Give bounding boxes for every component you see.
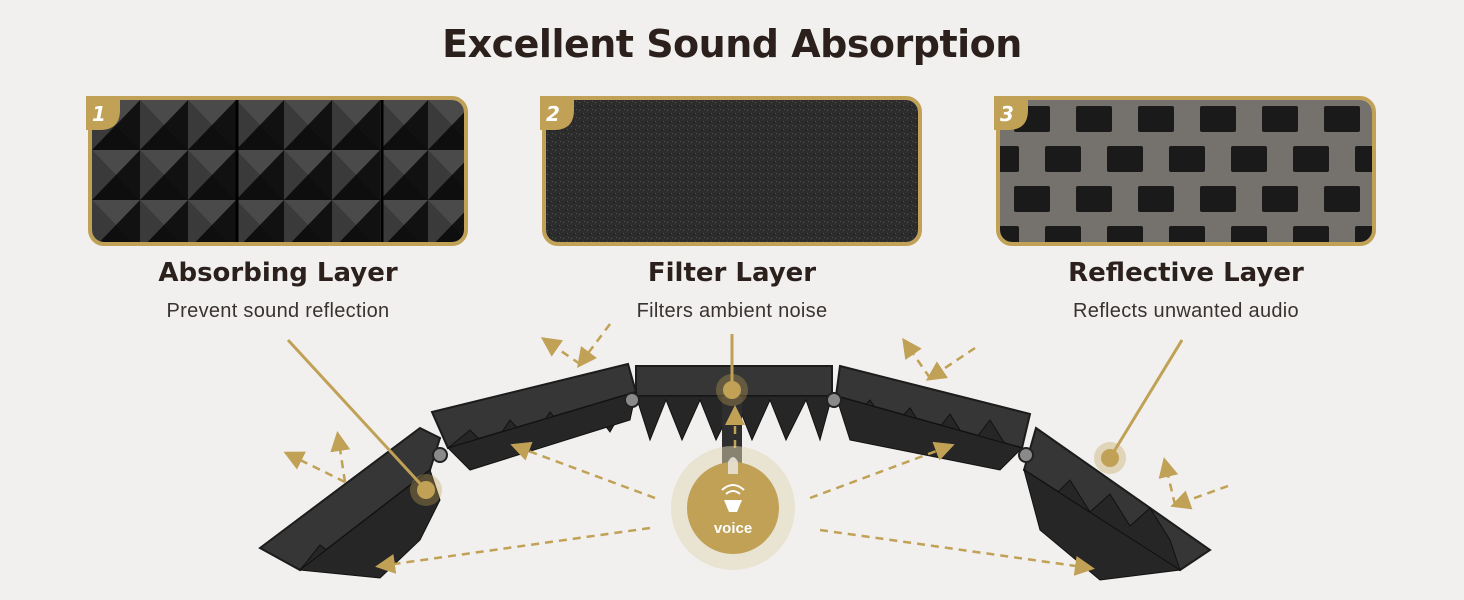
voice-source	[671, 446, 795, 570]
page-title: Excellent Sound Absorption	[442, 22, 1022, 66]
absorbing-callout-line	[286, 338, 428, 492]
reflective-callout-line	[1108, 339, 1184, 459]
absorbing-layer-image	[88, 96, 468, 246]
screw	[432, 447, 448, 463]
filter-layer-heading: Filter Layer	[647, 258, 817, 288]
screw	[624, 392, 640, 408]
center-panel	[635, 365, 833, 397]
mount-stand	[722, 396, 742, 466]
left-outer-panel	[258, 426, 442, 572]
callout-dots	[410, 374, 1126, 506]
foam-spikes	[298, 391, 1182, 581]
left-inner-panel	[430, 362, 638, 450]
hinge-screws	[432, 392, 1034, 463]
screw	[826, 392, 842, 408]
absorbing-layer-heading: Absorbing Layer	[158, 258, 398, 288]
filter-layer-description: Filters ambient noise	[636, 300, 828, 322]
speaker-voice-icon	[724, 500, 742, 512]
number-badge-3: 3	[994, 96, 1028, 130]
svg-text:3: 3	[1000, 102, 1014, 126]
svg-text:2: 2	[546, 102, 560, 126]
filter-layer-image	[542, 96, 922, 246]
right-outer-panel	[1022, 426, 1212, 572]
reflective-layer-image	[996, 96, 1376, 246]
reflective-layer-description: Reflects unwanted audio	[1073, 300, 1299, 322]
number-badge-2: 2	[540, 96, 574, 130]
voice-label: voice	[713, 520, 753, 537]
right-inner-panel	[834, 364, 1032, 450]
absorbing-layer-description: Prevent sound reflection	[166, 300, 390, 322]
screw	[1018, 447, 1034, 463]
callout-lines	[286, 334, 1184, 492]
shield-panels	[258, 362, 1212, 572]
number-badge-1: 1	[86, 96, 120, 130]
reflective-layer-heading: Reflective Layer	[1068, 258, 1304, 288]
svg-text:1: 1	[92, 102, 106, 126]
